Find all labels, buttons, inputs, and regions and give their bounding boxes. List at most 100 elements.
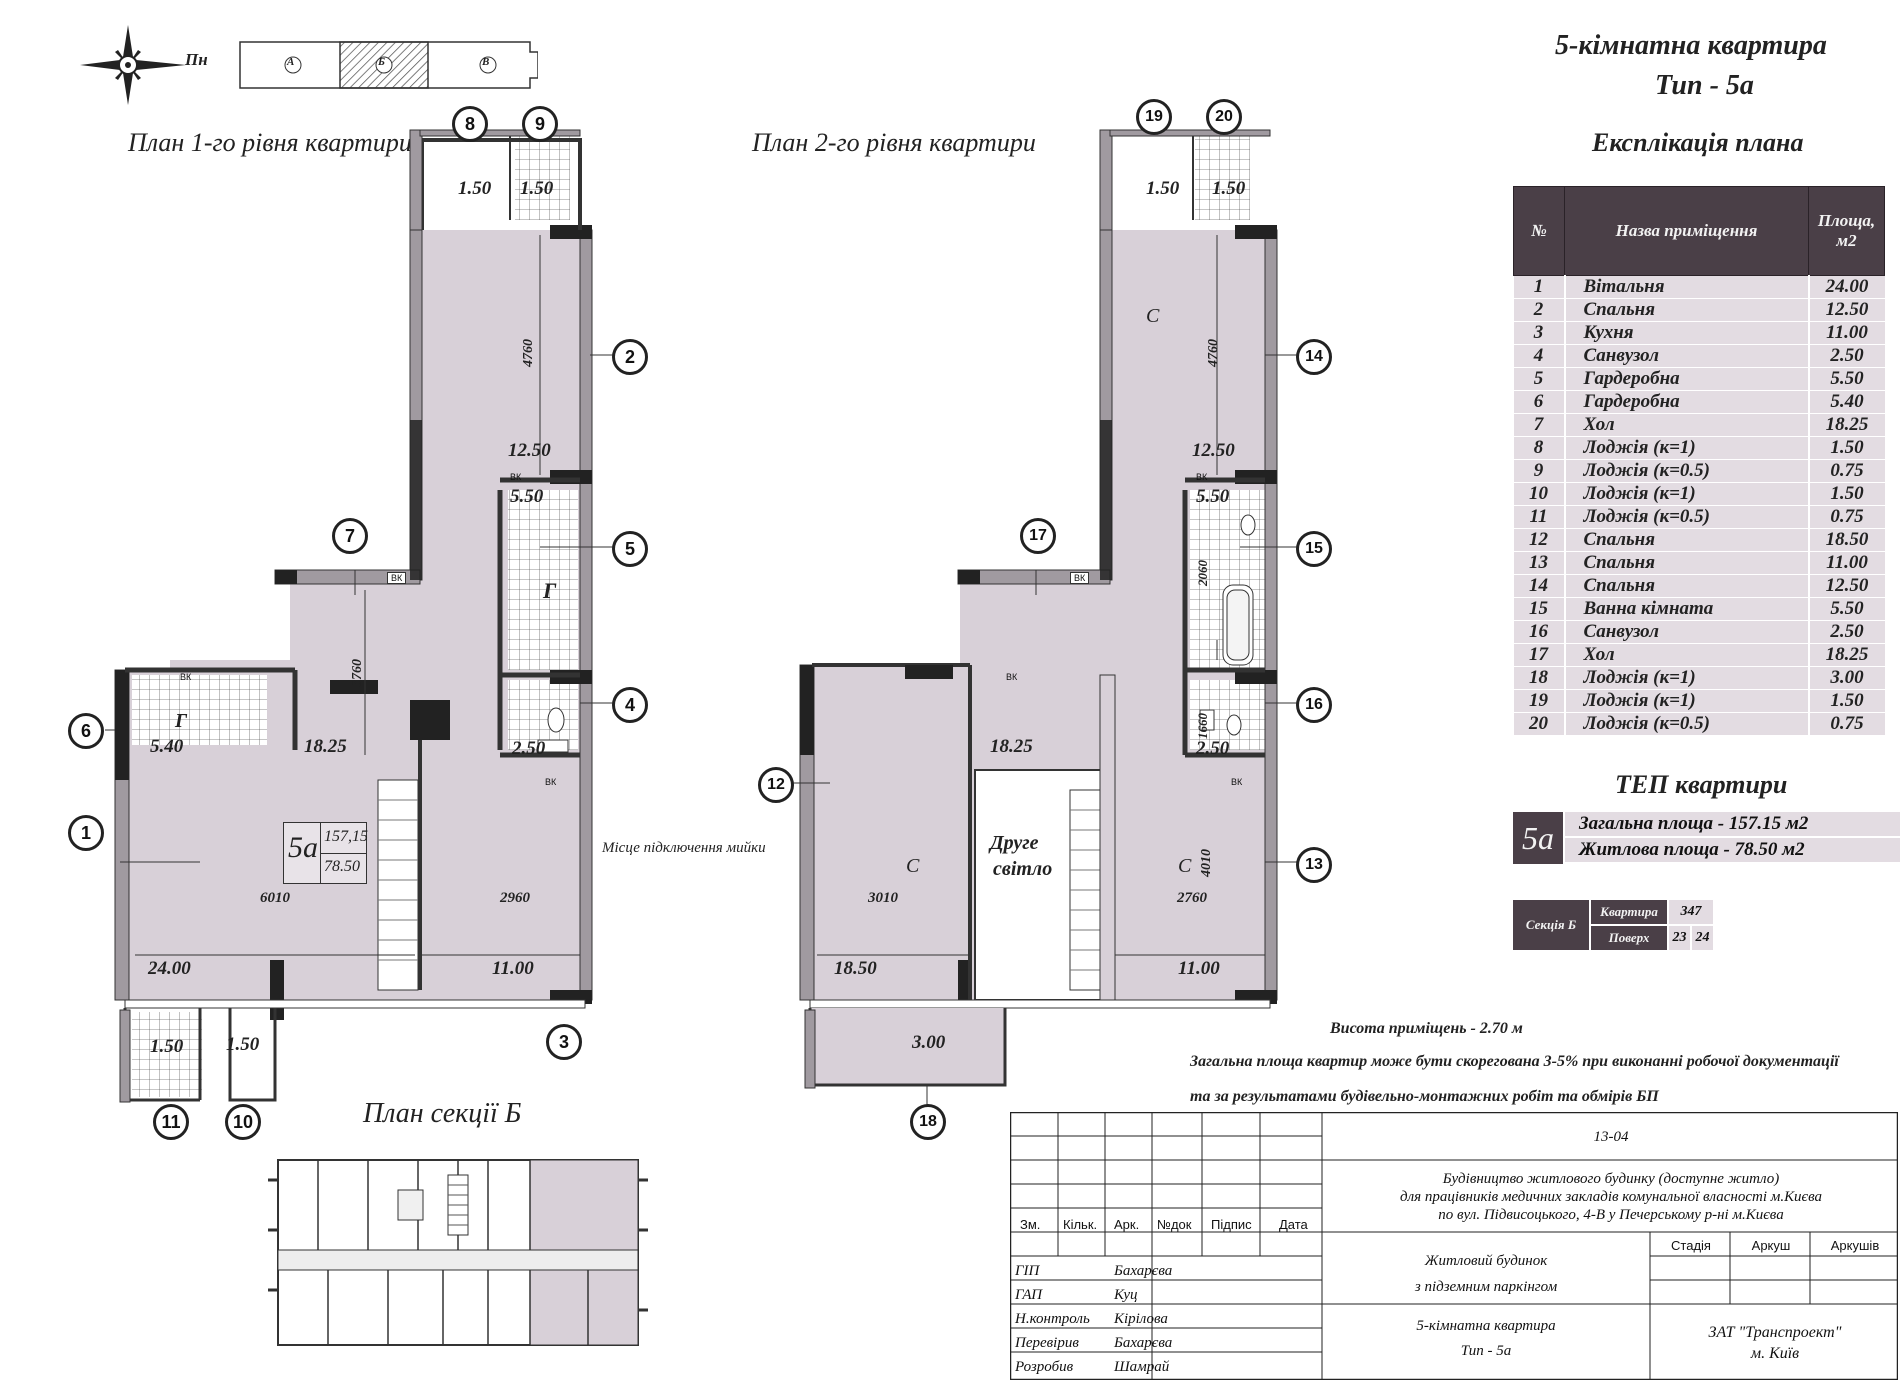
stage-header: Аркуш xyxy=(1751,1238,1791,1253)
company-line-2: м. Київ xyxy=(1750,1345,1800,1362)
area-label: 1.50 xyxy=(1146,178,1180,199)
vent-shaft-label: ВК xyxy=(387,572,407,584)
dimension-label: 4760 xyxy=(1206,339,1221,367)
room-marker: 2 xyxy=(612,339,648,375)
apartment-total-area: 157,15 xyxy=(324,828,368,845)
level2-floor-plan xyxy=(790,129,1310,1110)
section-b-plan xyxy=(268,1159,648,1346)
key-plan-section-a: А xyxy=(287,56,295,68)
row-area: 0.75 xyxy=(1808,459,1885,483)
legend-title: Експлікація плана xyxy=(1592,128,1804,157)
vent-shaft-label: ВК xyxy=(1006,672,1018,682)
row-area: 5.50 xyxy=(1808,597,1885,621)
apartment-tag: 5а xyxy=(288,831,318,864)
project-line-3: по вул. Підвисоцького, 4-В у Печерському… xyxy=(1438,1207,1784,1223)
table-header: Назва приміщення xyxy=(1564,186,1809,276)
row-name: Гардеробна xyxy=(1564,367,1810,391)
row-number: 11 xyxy=(1513,505,1566,529)
dimension-label: 2760 xyxy=(1177,890,1207,906)
dimension-label: 2060 xyxy=(1195,560,1210,586)
stamp-signer: Кірілова xyxy=(1114,1311,1168,1327)
stamp-col-header: Підпис xyxy=(1211,1217,1252,1232)
dimension-label: 3760 xyxy=(350,659,365,687)
room-letter: С xyxy=(1178,855,1192,877)
stage-header: Аркушів xyxy=(1830,1238,1880,1253)
dimension-label: 6010 xyxy=(260,890,290,906)
building-line-2: з підземним паркінгом xyxy=(1414,1279,1558,1295)
row-area: 18.25 xyxy=(1808,413,1885,437)
stamp-signer: Бахарєва xyxy=(1114,1335,1173,1351)
company-line-1: ЗАТ "Транспроект" xyxy=(1708,1324,1842,1341)
row-number: 18 xyxy=(1513,666,1566,690)
room-marker: 16 xyxy=(1296,687,1332,723)
row-area: 11.00 xyxy=(1808,551,1885,575)
vent-shaft-label: ВК xyxy=(545,777,557,787)
row-name: Лоджія (к=0.5) xyxy=(1564,505,1810,529)
row-name: Лоджія (к=1) xyxy=(1564,436,1810,460)
area-label: 1.50 xyxy=(1212,178,1246,199)
row-area: 12.50 xyxy=(1808,574,1885,598)
title-block-frame xyxy=(1010,1112,1898,1380)
row-number: 8 xyxy=(1513,436,1566,460)
stamp-col-header: Арк. xyxy=(1114,1217,1140,1232)
row-area: 5.50 xyxy=(1808,367,1885,391)
row-area: 11.00 xyxy=(1808,321,1885,345)
row-area: 0.75 xyxy=(1808,712,1885,736)
room-letter: Г xyxy=(175,710,188,732)
dimension-label: 4010 xyxy=(1199,849,1214,877)
area-label: 18.50 xyxy=(834,958,877,979)
area-label: 24.00 xyxy=(148,958,191,979)
building-line-1: Житловий будинок xyxy=(1424,1253,1548,1269)
table-header: Площа, м2 xyxy=(1808,186,1885,276)
stamp-signer: Шамрай xyxy=(1114,1359,1170,1375)
row-number: 2 xyxy=(1513,298,1566,322)
height-note: Висота приміщень - 2.70 м xyxy=(1330,1020,1523,1037)
row-name: Спальня xyxy=(1564,298,1810,322)
row-area: 18.50 xyxy=(1808,528,1885,552)
room-marker: 14 xyxy=(1296,339,1332,375)
area-label: 5.40 xyxy=(150,736,184,757)
row-area: 0.75 xyxy=(1808,505,1885,529)
area-label: 1.50 xyxy=(226,1034,260,1055)
stage-header: Стадія xyxy=(1671,1238,1711,1253)
row-number: 5 xyxy=(1513,367,1566,391)
row-name: Гардеробна xyxy=(1564,390,1810,414)
tep-title: ТЕП квартири xyxy=(1615,770,1788,799)
row-name: Хол xyxy=(1564,643,1810,667)
row-number: 16 xyxy=(1513,620,1566,644)
second-light-label: Друге xyxy=(990,832,1039,854)
room-marker: 10 xyxy=(225,1104,261,1140)
stamp-role: Розробив xyxy=(1015,1359,1074,1375)
room-marker: 17 xyxy=(1020,518,1056,554)
stamp-col-header: Дата xyxy=(1279,1217,1308,1232)
section-box-floor-label: Поверх xyxy=(1591,926,1667,950)
row-name: Санвузол xyxy=(1564,344,1810,368)
sheet-name-line-1: 5-кімнатна квартира xyxy=(1416,1318,1556,1334)
level1-plan-title: План 1-го рівня квартири xyxy=(128,128,412,157)
section-plan-title: План секції Б xyxy=(363,1098,522,1129)
row-name: Хол xyxy=(1564,413,1810,437)
area-label: 18.25 xyxy=(304,736,347,757)
stamp-role: Н.контроль xyxy=(1015,1311,1090,1327)
row-name: Санвузол xyxy=(1564,620,1810,644)
area-label: 1.50 xyxy=(150,1036,184,1057)
row-name: Ванна кімната xyxy=(1564,597,1810,621)
dimension-label: 1660 xyxy=(1195,713,1210,739)
dimension-label: 2960 xyxy=(500,890,530,906)
row-area: 1.50 xyxy=(1808,436,1885,460)
project-line-2: для працівників медичних закладів комуна… xyxy=(1399,1189,1823,1205)
sink-connection-note: Місце підключення мийки xyxy=(602,840,766,856)
row-area: 1.50 xyxy=(1808,689,1885,713)
section-box-floor-value: 23 xyxy=(1669,926,1690,950)
row-number: 15 xyxy=(1513,597,1566,621)
